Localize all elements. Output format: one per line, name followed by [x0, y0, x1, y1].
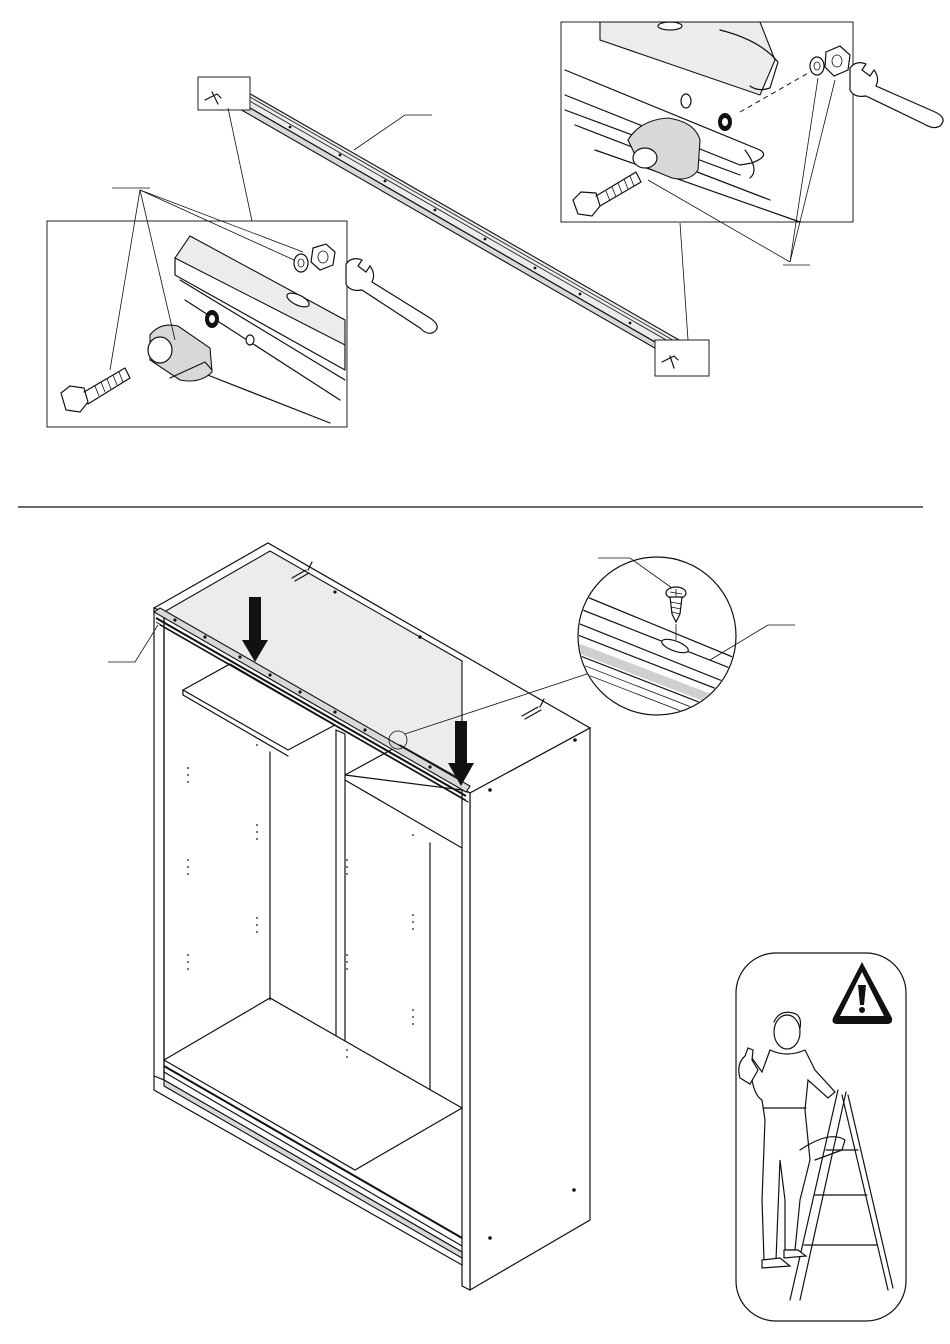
left-end-bracket-detail: [47, 188, 437, 427]
right-end-bracket-detail: [561, 22, 943, 265]
wrench-icon: [850, 63, 943, 128]
wrench-icon: [346, 259, 437, 334]
screw-magnifier-detail: [570, 557, 795, 734]
wardrobe-carcass: [108, 543, 593, 1290]
washer-icon: [294, 254, 308, 272]
safety-warning-panel: [736, 953, 906, 1321]
washer-icon: [810, 57, 824, 75]
